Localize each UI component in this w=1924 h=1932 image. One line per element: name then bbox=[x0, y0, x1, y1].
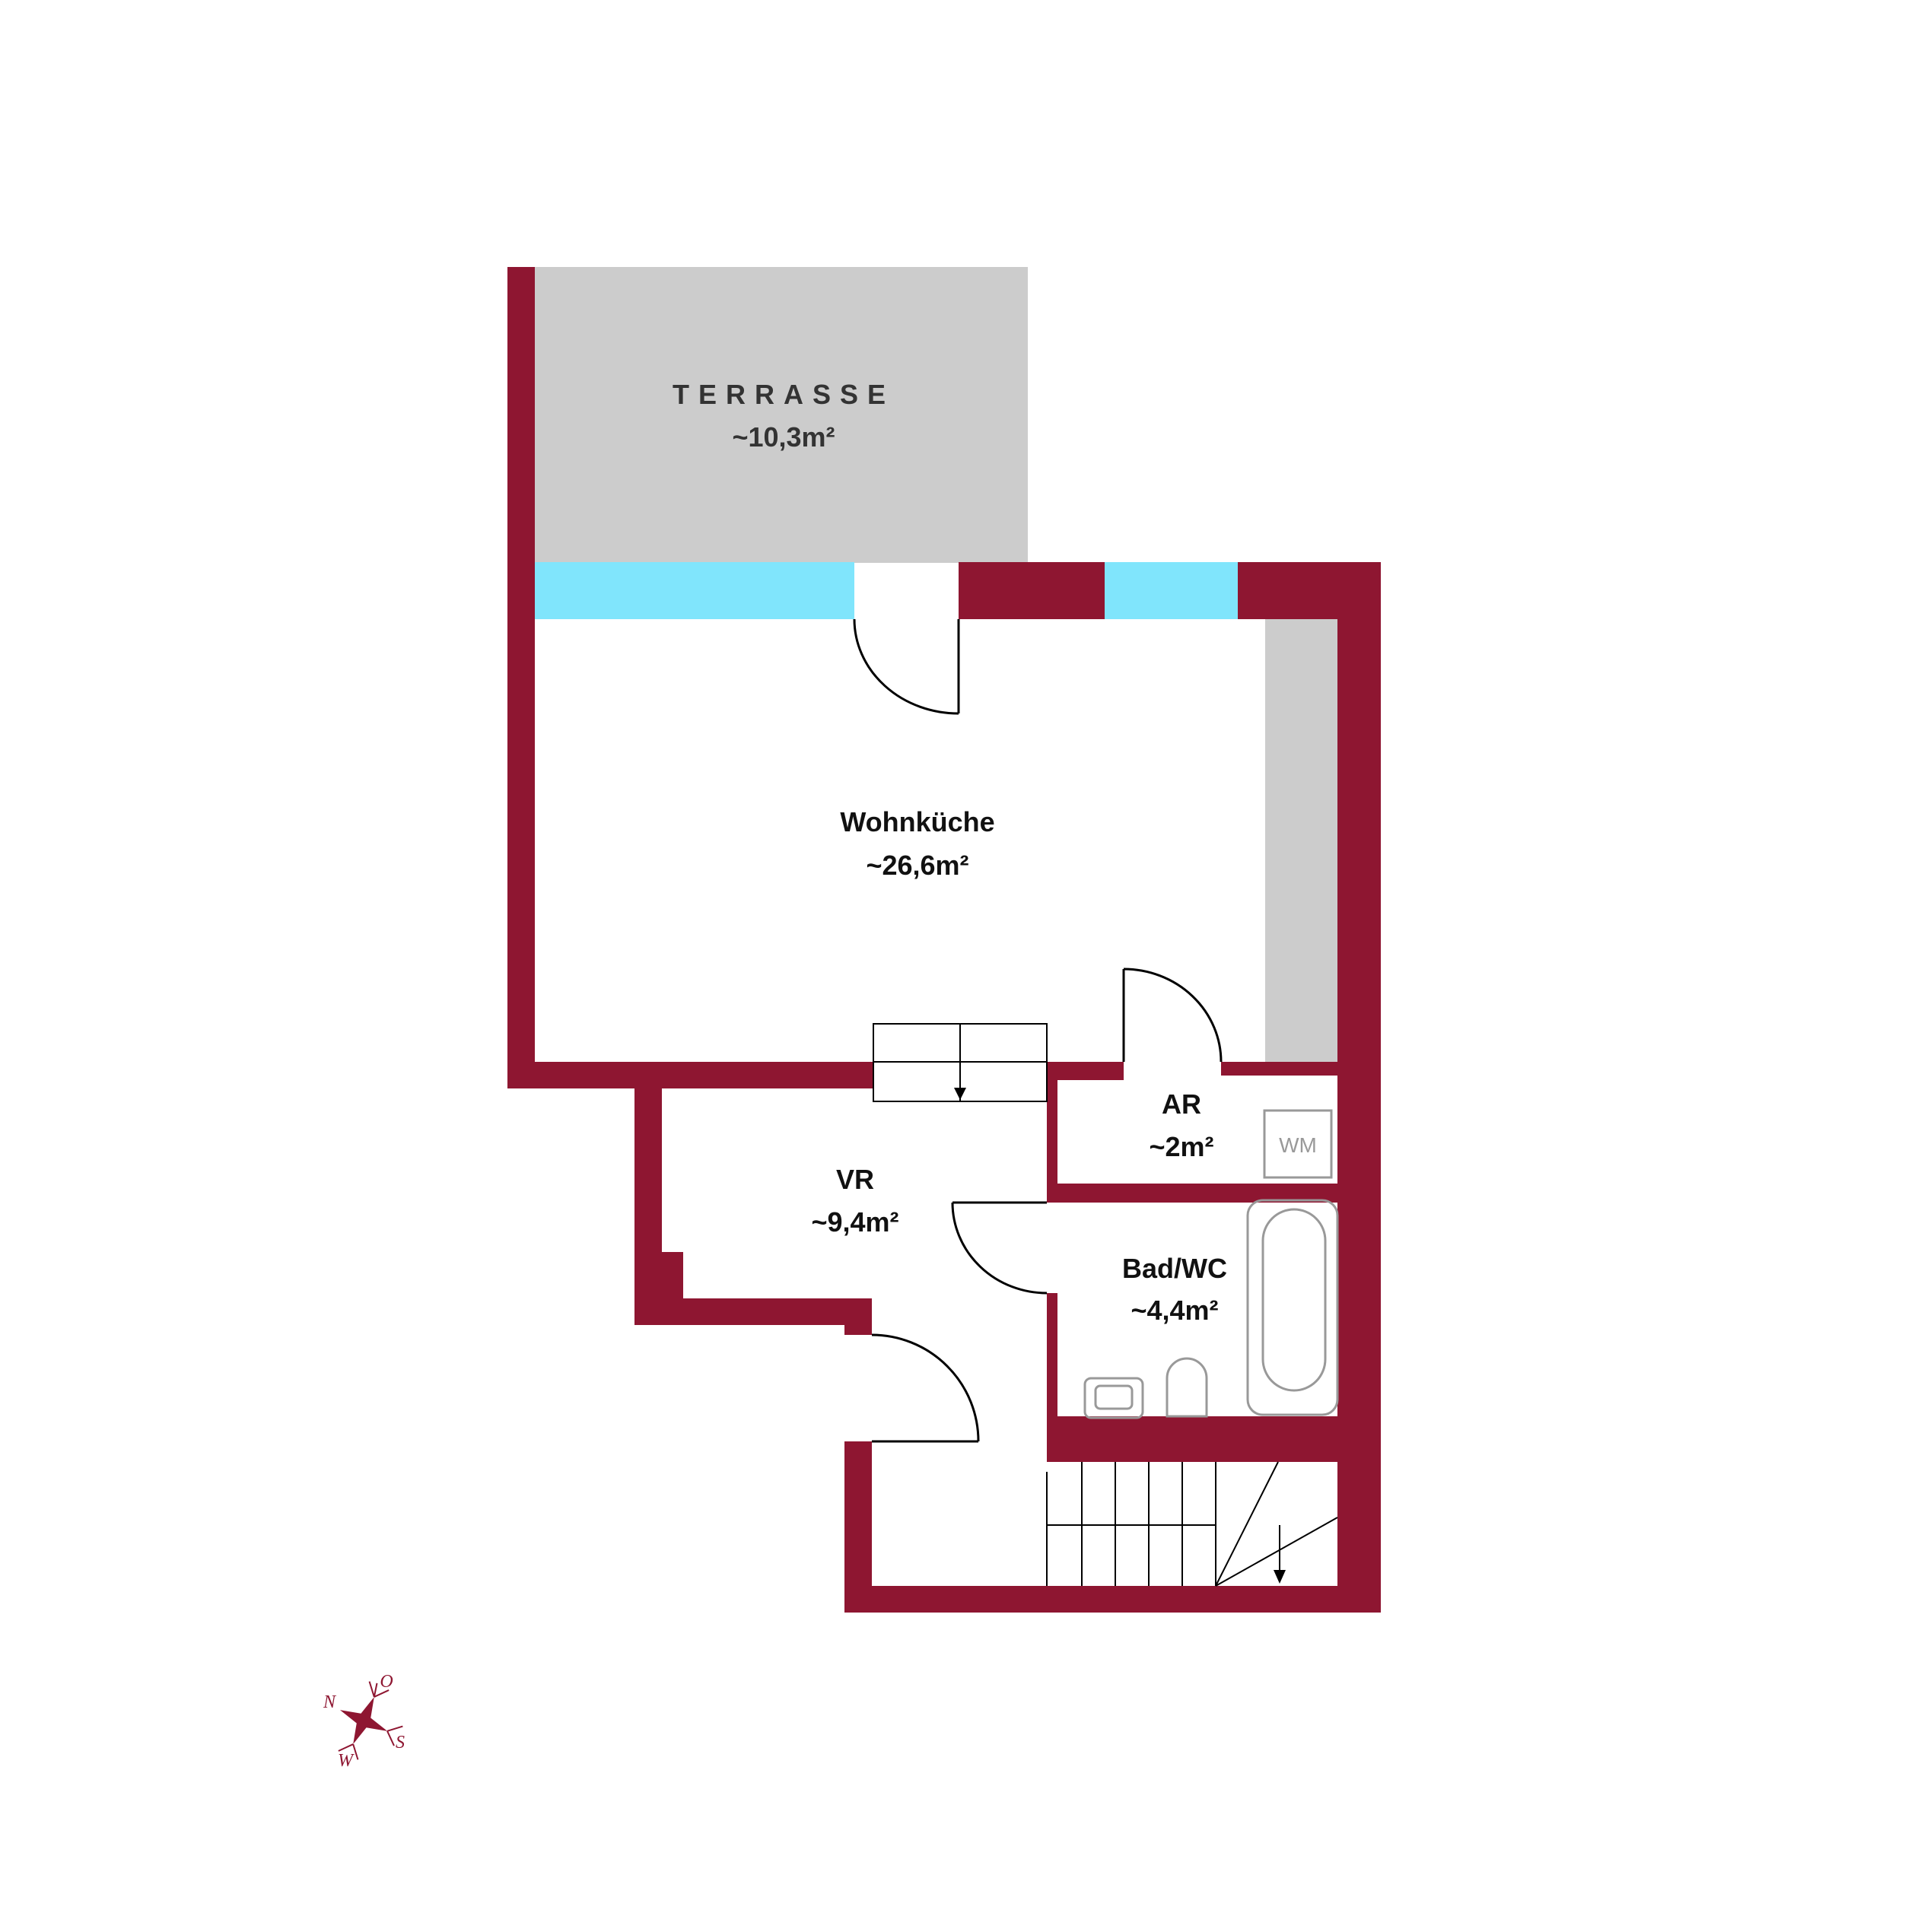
door-bad bbox=[951, 1201, 1048, 1295]
door-ar bbox=[1122, 968, 1223, 1063]
stairs-lower-arrow-icon bbox=[1274, 1570, 1286, 1584]
wall-kitchen-south-right bbox=[1221, 1062, 1337, 1076]
compass-east: O bbox=[380, 1672, 393, 1692]
room-wohnkueche-area: ~26,6m² bbox=[866, 850, 968, 881]
window-north-left bbox=[535, 562, 854, 619]
room-terrasse-name: TERRASSE bbox=[673, 379, 895, 410]
wall-entry-west bbox=[844, 1441, 872, 1613]
room-vr-name: VR bbox=[836, 1164, 874, 1195]
washing-machine-icon: WM bbox=[1263, 1109, 1333, 1179]
compass-south: S bbox=[396, 1733, 405, 1752]
wall-bad-south bbox=[1047, 1416, 1381, 1462]
stairs-upper bbox=[873, 1023, 1048, 1102]
wall-vr-south bbox=[634, 1298, 872, 1325]
wall-south bbox=[844, 1586, 1381, 1613]
wall-ar-west bbox=[1047, 1062, 1057, 1203]
wall-kitchen-south-left bbox=[507, 1062, 873, 1088]
room-bad-wc-area: ~4,4m² bbox=[1131, 1295, 1218, 1326]
window-north-right bbox=[1105, 562, 1238, 619]
room-terrasse-area: ~10,3m² bbox=[732, 421, 835, 453]
room-terrasse: TERRASSE ~10,3m² bbox=[673, 379, 895, 453]
walls bbox=[507, 267, 1381, 1613]
wall-north-mid bbox=[959, 562, 1105, 619]
wall-west-upper bbox=[507, 267, 535, 1088]
stairs-upper-arrow-icon bbox=[954, 1088, 966, 1100]
washing-machine-label: WM bbox=[1279, 1133, 1317, 1157]
compass-rose-icon: N O S W bbox=[323, 1672, 405, 1771]
toilet-icon bbox=[1166, 1357, 1208, 1418]
room-bad-wc: Bad/WC ~4,4m² bbox=[1122, 1253, 1227, 1326]
door-entrance bbox=[871, 1333, 980, 1443]
room-ar-name: AR bbox=[1162, 1088, 1201, 1120]
wall-kitchen-south-mid bbox=[1047, 1062, 1124, 1080]
terrace-area bbox=[535, 267, 1028, 563]
wall-vr-south-stub bbox=[844, 1298, 872, 1335]
compass-west: W bbox=[338, 1751, 355, 1771]
room-ar-area: ~2m² bbox=[1149, 1131, 1213, 1162]
stairs-lower bbox=[1046, 1461, 1338, 1587]
wall-stair-west bbox=[1047, 1416, 1057, 1462]
room-wohnkueche-name: Wohnküche bbox=[840, 806, 994, 837]
built-in-cabinet bbox=[1265, 619, 1337, 1062]
sink-icon bbox=[1083, 1377, 1144, 1419]
room-vr-area: ~9,4m² bbox=[811, 1206, 898, 1238]
room-ar: AR ~2m² bbox=[1149, 1088, 1213, 1162]
door-terrace bbox=[853, 618, 960, 715]
room-vr: VR ~9,4m² bbox=[811, 1164, 898, 1238]
bathtub-icon bbox=[1246, 1199, 1339, 1416]
room-bad-wc-name: Bad/WC bbox=[1122, 1253, 1227, 1284]
compass-north: N bbox=[323, 1692, 337, 1712]
room-wohnkueche: Wohnküche ~26,6m² bbox=[840, 806, 994, 881]
